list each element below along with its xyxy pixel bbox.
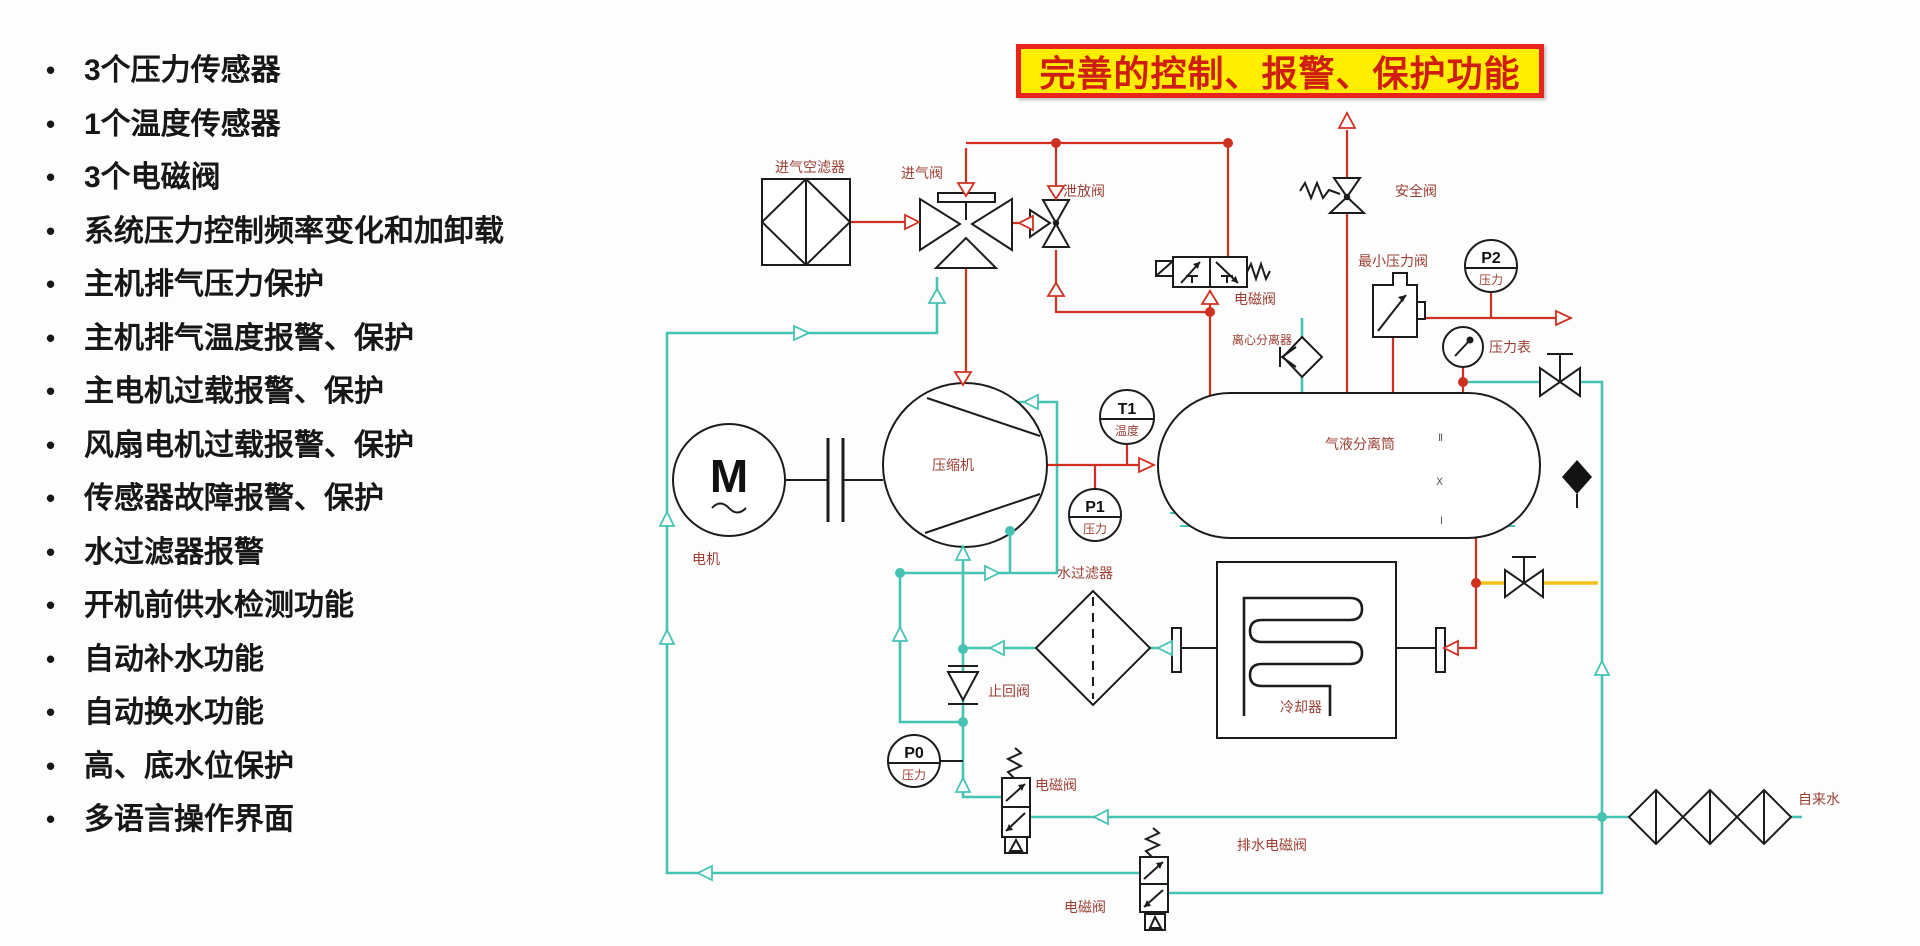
gauge-sub: 压力 (1083, 522, 1107, 536)
gauge-id: P0 (904, 745, 924, 762)
label-tap-water: 自来水 (1798, 791, 1840, 807)
gauge-sub: 压力 (1479, 273, 1503, 287)
feature-item: 多语言操作界面 (36, 793, 596, 847)
feature-item: 3个压力传感器 (36, 44, 596, 98)
feature-item: 主机排气压力保护 (36, 258, 596, 312)
label-motor: 电机 (692, 551, 720, 567)
label-intake-valve: 进气阀 (901, 165, 943, 181)
label-tank: 气液分离筒 (1325, 436, 1395, 452)
makeup-manual-valve (1539, 353, 1581, 398)
feature-item: 主电机过载报警、保护 (36, 365, 596, 419)
check-valve (946, 665, 980, 705)
feature-item: 自动补水功能 (36, 633, 596, 687)
gauge-P1: P1 压力 (1068, 488, 1122, 542)
label-min-pressure-valve: 最小压力阀 (1358, 253, 1428, 269)
solenoid-valve-1 (1155, 256, 1271, 288)
label-air-filter: 进气空滤器 (775, 159, 845, 175)
blowoff-valve (1029, 199, 1071, 248)
gauge-sub: 温度 (1115, 423, 1139, 438)
feature-item: 系统压力控制频率变化和加卸载 (36, 205, 596, 259)
feature-list: 3个压力传感器 1个温度传感器 3个电磁阀 系统压力控制频率变化和加卸载 主机排… (36, 44, 596, 847)
gauge-T1: T1 温度 (1099, 389, 1155, 445)
intake-air-filter (760, 177, 852, 267)
diagram-labels: 进气空滤器 进气阀 泄放阀 电磁阀 安全阀 最小压力阀 离心分离器 压力表 气液… (692, 159, 1840, 915)
feature-item: 风扇电机过载报警、保护 (36, 419, 596, 473)
label-check-valve: 止回阀 (988, 683, 1030, 699)
feature-item: 主机排气温度报警、保护 (36, 312, 596, 366)
label-separator: 离心分离器 (1232, 332, 1292, 347)
junction-dots (895, 138, 1607, 822)
feature-item: 高、底水位保护 (36, 740, 596, 794)
intake-valve (919, 192, 1013, 269)
gauge-id: P1 (1085, 499, 1105, 516)
label-solenoid-3: 电磁阀 (1064, 899, 1106, 915)
drain-funnel (1562, 460, 1592, 508)
label-pressure-gauge: 压力表 (1489, 339, 1531, 355)
water-filter (1034, 589, 1152, 707)
level-mark-low: Ⅰ (1440, 516, 1443, 527)
min-pressure-valve (1372, 272, 1426, 338)
drain-valve (1504, 556, 1544, 599)
gauge-sub: 压力 (902, 768, 926, 782)
feature-item: 3个电磁阀 (36, 151, 596, 205)
feature-item: 水过滤器报警 (36, 526, 596, 580)
gauge-id: P2 (1481, 250, 1501, 267)
dial-pressure-gauge (1442, 326, 1484, 368)
motor-letter: M (710, 450, 748, 502)
label-cooler: 冷却器 (1280, 699, 1322, 715)
feature-item: 自动换水功能 (36, 686, 596, 740)
solenoid-valve-2 (1001, 747, 1031, 854)
gauge-P0: P0 压力 (887, 734, 963, 788)
label-solenoid-1: 电磁阀 (1234, 291, 1276, 307)
label-solenoid-2: 电磁阀 (1035, 777, 1077, 793)
label-water-filter: 水过滤器 (1057, 565, 1113, 581)
gauge-id: T1 (1118, 401, 1137, 418)
label-compressor: 压缩机 (932, 457, 974, 473)
feature-item: 传感器故障报警、保护 (36, 472, 596, 526)
safety-valve (1299, 177, 1367, 214)
separator-tank (1157, 392, 1541, 539)
feature-item: 开机前供水检测功能 (36, 579, 596, 633)
gauge-P2: P2 压力 (1464, 239, 1518, 293)
banner-text: 完善的控制、报警、保护功能 (1039, 53, 1521, 94)
tap-water-filters (1627, 788, 1793, 846)
flow-arrows (658, 111, 1611, 882)
label-drain-solenoid: 排水电磁阀 (1237, 837, 1307, 853)
pid-diagram: M (658, 111, 1840, 931)
solenoid-valve-3 (1139, 827, 1169, 931)
level-mark-mid: Ⅹ (1436, 477, 1443, 488)
label-safety-valve: 安全阀 (1395, 183, 1437, 199)
level-mark-high: Ⅱ (1438, 433, 1443, 444)
label-blowoff-valve: 泄放阀 (1063, 183, 1105, 199)
centrifugal-separator (1279, 335, 1324, 379)
feature-item: 1个温度传感器 (36, 98, 596, 152)
motor: M (672, 423, 883, 537)
title-banner: 完善的控制、报警、保护功能 (1016, 44, 1544, 98)
compressor (882, 382, 1048, 548)
